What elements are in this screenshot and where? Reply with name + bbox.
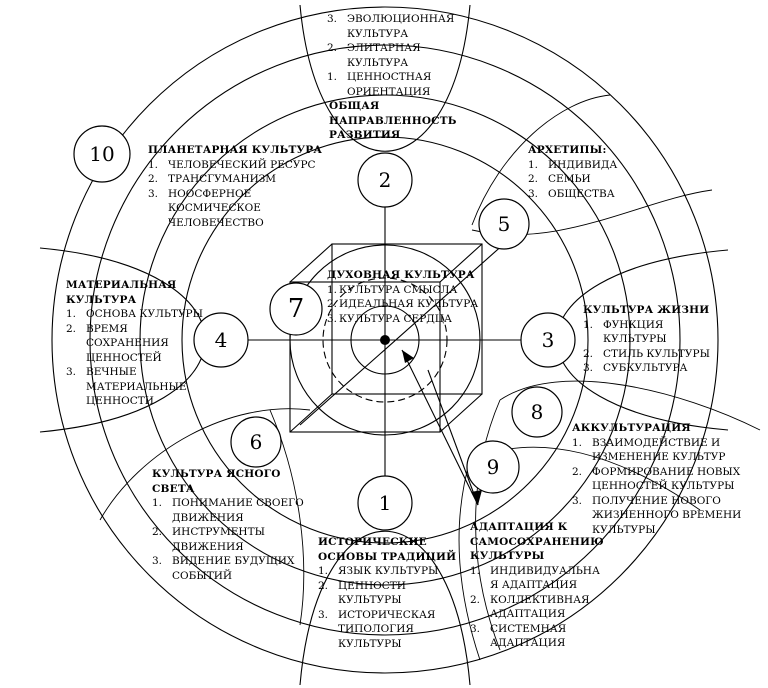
archetypes-list: 1.ИНДИВИДА 2.СЕМЬИ 3.ОБЩЕСТВА [528,158,617,202]
list-item: 1.ИНДИВИДУАЛЬНА Я АДАПТАЦИЯ [470,564,600,592]
list-item: 3.ВЕЧНЫЕ МАТЕРИАЛЬНЫЕ ЦЕННОСТИ [66,366,187,407]
list-item: 3.НООСФЕРНОЕ КОСМИЧЕСКОЕ ЧЕЛОВЕЧЕСТВО [148,187,264,229]
list-item: 1.ЦЕННОСТНАЯ ОРИЕНТАЦИЯ [327,71,432,98]
material-culture-block: МАТЕРИАЛЬНАЯ КУЛЬТУРА 1.ОСНОВА КУЛЬТУРЫ … [66,278,203,409]
list-item: 2.СЕМЬИ [528,173,591,185]
svg-text:6: 6 [250,430,263,454]
spiritual-culture-heading: ДУХОВНАЯ КУЛЬТУРА [327,269,475,281]
svg-text:4: 4 [215,328,228,352]
list-item: 1.ОСНОВА КУЛЬТУРЫ [66,308,203,320]
cube-wireframe [289,242,506,433]
list-item: 1.ИНДИВИДА [528,158,618,171]
svg-text:10: 10 [89,142,114,166]
node-7: 7 [269,282,323,336]
list-item: 1.ЯЗЫК КУЛЬТУРЫ [318,565,439,577]
clear-light-block: КУЛЬТУРА ЯСНОГО СВЕТА 1.ПОНИМАНИЕ СВОЕГО… [152,467,304,583]
list-item: 2.ИДЕАЛЬНАЯ КУЛЬТУРА [327,298,479,310]
cross-axes [222,180,548,500]
svg-text:8: 8 [531,400,544,424]
spiritual-culture-list: 1.КУЛЬТУРА СМЫСЛА 2.ИДЕАЛЬНАЯ КУЛЬТУРА 3… [327,283,478,327]
planetary-culture-block: ПЛАНЕТАРНАЯ КУЛЬТУРА 1.ЧЕЛОВЕЧЕСКИЙ РЕСУ… [148,143,322,230]
node-9: 9 [466,440,520,494]
node-8: 8 [511,386,563,438]
svg-text:9: 9 [487,455,500,479]
clear-light-heading: КУЛЬТУРА ЯСНОГО СВЕТА [152,468,281,495]
list-item: 3.СИСТЕМНАЯ АДАПТАЦИЯ [470,622,567,650]
list-item: 2.ТРАНСГУМАНИЗМ [148,173,277,185]
clear-light-list: 1.ПОНИМАНИЕ СВОЕГО ДВИЖЕНИЯ 2.ИНСТРУМЕНТ… [152,496,304,583]
material-culture-heading: МАТЕРИАЛЬНАЯ КУЛЬТУРА [66,279,177,306]
list-item: 1.ЧЕЛОВЕЧЕСКИЙ РЕСУРС [148,158,316,171]
svg-text:5: 5 [498,212,511,236]
list-item: 3.КУЛЬТУРА СЕРДЦА [327,312,452,325]
material-culture-list: 1.ОСНОВА КУЛЬТУРЫ 2.ВРЕМЯ СОХРАНЕНИЯ ЦЕН… [66,307,203,409]
direction-heading: ОБЩАЯ НАПРАВЛЕННОСТЬ РАЗВИТИЯ [329,100,457,141]
list-item: 2.ВРЕМЯ СОХРАНЕНИЯ ЦЕННОСТЕЙ [66,322,169,364]
svg-text:3: 3 [542,328,555,352]
historical-foundations-list: 1.ЯЗЫК КУЛЬТУРЫ 2.ЦЕННОСТИ КУЛЬТУРЫ 3.ИС… [318,564,456,651]
list-item: 2.СТИЛЬ КУЛЬТУРЫ [583,347,710,360]
direction-list: 3.ЭВОЛЮЦИОННАЯ КУЛЬТУРА 2.ЭЛИТАРНАЯ КУЛЬ… [327,12,457,99]
svg-text:1: 1 [379,491,392,515]
list-item: 3.ИСТОРИЧЕСКАЯ ТИПОЛОГИЯ КУЛЬТУРЫ [318,608,436,650]
archetypes-block: АРХЕТИПЫ: 1.ИНДИВИДА 2.СЕМЬИ 3.ОБЩЕСТВА [528,143,617,201]
acculturation-list: 1.ВЗАИМОДЕЙСТВИЕ И ИЗМЕНЕНИЕ КУЛЬТУР 2.Ф… [572,436,741,538]
list-item: 2.КОЛЛЕКТИВНАЯ АДАПТАЦИЯ [470,593,590,621]
culture-of-life-heading: КУЛЬТУРА ЖИЗНИ [583,304,710,316]
node-5: 5 [478,198,530,250]
adaptation-heading: АДАПТАЦИЯ К САМОСОХРАНЕНИЮ КУЛЬТУРЫ [470,521,604,562]
archetypes-heading: АРХЕТИПЫ: [528,144,607,156]
list-item: 2.ИНСТРУМЕНТЫ ДВИЖЕНИЯ [152,526,265,553]
acculturation-heading: АККУЛЬТУРАЦИЯ [572,422,691,434]
node-6: 6 [230,416,282,468]
numbered-nodes: 1 2 3 4 5 6 7 8 9 10 [73,125,576,531]
arrows [401,349,482,506]
list-item: 3.ЭВОЛЮЦИОННАЯ КУЛЬТУРА [327,13,455,40]
list-item: 2.ФОРМИРОВАНИЕ НОВЫХ ЦЕННОСТЕЙ КУЛЬТУРЫ [572,465,741,493]
adaptation-block: АДАПТАЦИЯ К САМОСОХРАНЕНИЮ КУЛЬТУРЫ 1.ИН… [470,520,604,651]
list-item: 1.КУЛЬТУРА СМЫСЛА [327,283,458,296]
planetary-culture-heading: ПЛАНЕТАРНАЯ КУЛЬТУРА [148,144,323,156]
culture-of-life-block: КУЛЬТУРА ЖИЗНИ 1.ФУНКЦИЯ КУЛЬТУРЫ 2.СТИЛ… [583,303,710,376]
svg-text:7: 7 [288,294,305,324]
list-item: 1.ПОНИМАНИЕ СВОЕГО ДВИЖЕНИЯ [152,497,304,524]
historical-foundations-block: ИСТОРИЧЕСКИЕ ОСНОВЫ ТРАДИЦИЙ 1.ЯЗЫК КУЛЬ… [318,535,456,651]
direction-block: 3.ЭВОЛЮЦИОННАЯ КУЛЬТУРА 2.ЭЛИТАРНАЯ КУЛЬ… [327,12,457,143]
list-item: 1.ВЗАИМОДЕЙСТВИЕ И ИЗМЕНЕНИЕ КУЛЬТУР [572,436,726,464]
node-10: 10 [73,125,131,183]
concentric-rings [51,6,719,674]
node-3: 3 [520,312,576,368]
historical-foundations-heading: ИСТОРИЧЕСКИЕ ОСНОВЫ ТРАДИЦИЙ [318,536,457,563]
acculturation-block: АККУЛЬТУРАЦИЯ 1.ВЗАИМОДЕЙСТВИЕ И ИЗМЕНЕН… [572,421,741,537]
adaptation-list: 1.ИНДИВИДУАЛЬНА Я АДАПТАЦИЯ 2.КОЛЛЕКТИВН… [470,564,604,651]
list-item: 3.СУБКУЛЬТУРА [583,362,688,374]
node-4: 4 [193,312,249,368]
list-item: 3.ВИДЕНИЕ БУДУЩИХ СОБЫТИЙ [152,555,295,582]
list-item: 2.ЦЕННОСТИ КУЛЬТУРЫ [318,579,406,607]
list-item: 1.ФУНКЦИЯ КУЛЬТУРЫ [583,318,667,346]
culture-of-life-list: 1.ФУНКЦИЯ КУЛЬТУРЫ 2.СТИЛЬ КУЛЬТУРЫ 3.СУ… [583,318,710,376]
svg-text:2: 2 [379,168,392,192]
spiritual-culture-block: ДУХОВНАЯ КУЛЬТУРА 1.КУЛЬТУРА СМЫСЛА 2.ИД… [327,268,478,326]
node-1: 1 [357,475,413,531]
planetary-culture-list: 1.ЧЕЛОВЕЧЕСКИЙ РЕСУРС 2.ТРАНСГУМАНИЗМ 3.… [148,158,322,231]
list-item: 3.ПОЛУЧЕНИЕ НОВОГО ЖИЗНЕННОГО ВРЕМЕНИ КУ… [572,494,742,536]
list-item: 3.ОБЩЕСТВА [528,187,615,200]
list-item: 2.ЭЛИТАРНАЯ КУЛЬТУРА [327,42,421,69]
node-2: 2 [357,152,413,208]
